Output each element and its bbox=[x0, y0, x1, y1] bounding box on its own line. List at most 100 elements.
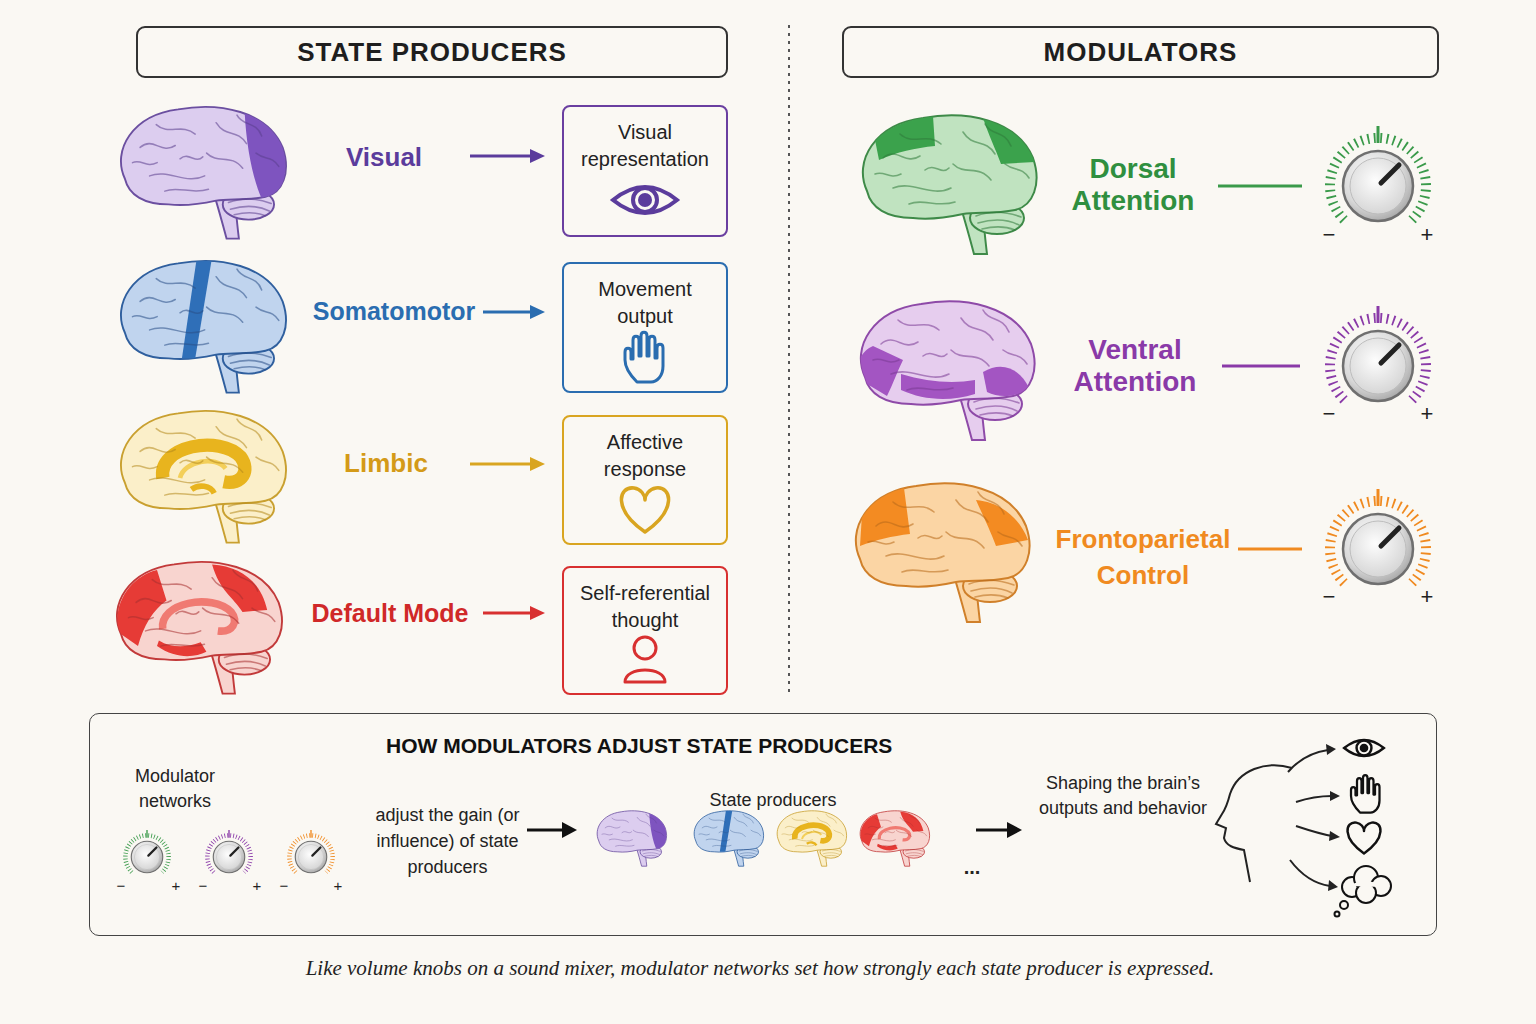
eye-outline bbox=[1344, 740, 1384, 756]
head-profile bbox=[1216, 765, 1292, 882]
network-name: Dorsal Attention bbox=[1048, 153, 1218, 217]
section-header: STATE PRODUCERS bbox=[136, 26, 728, 78]
hand-outline bbox=[1351, 775, 1380, 812]
network-name: Visual bbox=[314, 142, 454, 173]
arrow-head bbox=[1330, 791, 1340, 801]
eye-iris bbox=[633, 188, 657, 212]
person-body bbox=[625, 670, 665, 682]
network-name: Default Mode bbox=[300, 598, 480, 628]
arrow-head bbox=[530, 457, 545, 471]
eye-icon bbox=[613, 187, 677, 213]
producer-arrows bbox=[470, 149, 545, 620]
caption: Like volume knobs on a sound mixer, modu… bbox=[306, 956, 1215, 981]
network-name: Ventral Attention bbox=[1050, 334, 1220, 398]
heart-outline bbox=[621, 488, 668, 532]
arrow-head bbox=[1326, 744, 1336, 755]
ventral-knob bbox=[1330, 306, 1426, 401]
heart-icon bbox=[621, 488, 668, 532]
arrow-line bbox=[470, 155, 533, 158]
network-name: Somatomotor bbox=[304, 296, 484, 326]
dorsal-attention-brain bbox=[863, 115, 1037, 254]
frontoparietal-knob bbox=[1330, 489, 1426, 584]
knob-sign: − bbox=[117, 877, 126, 895]
knob-link bbox=[1218, 185, 1302, 188]
default-mode-brain bbox=[117, 562, 282, 694]
knob-sign: − bbox=[1323, 584, 1336, 610]
heart-outline bbox=[1348, 823, 1381, 854]
small-knob bbox=[125, 830, 168, 873]
output-box: Affective response bbox=[562, 415, 728, 545]
node-text: adjust the gain (or influence) of state … bbox=[375, 802, 520, 880]
small-brain bbox=[777, 811, 846, 866]
output-arrow bbox=[1296, 796, 1332, 802]
knob-sign: + bbox=[334, 877, 343, 895]
output-arrow-heads bbox=[1326, 744, 1340, 891]
limbic-brain bbox=[121, 411, 286, 543]
hand-outline bbox=[625, 332, 663, 382]
arrow-head bbox=[1328, 880, 1338, 891]
output-arrows bbox=[1288, 750, 1332, 886]
knob-sign: + bbox=[172, 877, 181, 895]
node-text: Self-referential thought bbox=[564, 580, 726, 634]
person-icon bbox=[625, 637, 665, 682]
person-head bbox=[634, 637, 656, 659]
panel-heading: HOW MODULATORS ADJUST STATE PRODUCERS bbox=[386, 734, 1006, 758]
output-arrow bbox=[1290, 860, 1330, 886]
arrow-line bbox=[483, 612, 533, 615]
knob-sign: − bbox=[1323, 222, 1336, 248]
node-text: Modulator networks bbox=[115, 764, 235, 814]
small-hand-icon bbox=[1351, 775, 1380, 812]
output-box: Movement output bbox=[562, 262, 728, 393]
output-box: Visual representation bbox=[562, 105, 728, 237]
cloud-bubble bbox=[1340, 901, 1348, 909]
knob-sign: + bbox=[1421, 584, 1434, 610]
dorsal-knob bbox=[1330, 126, 1426, 221]
knob-sign: + bbox=[1421, 222, 1434, 248]
ventral-attention-brain bbox=[857, 301, 1035, 440]
knob-sign: − bbox=[280, 877, 289, 895]
knob-link bbox=[1222, 365, 1300, 368]
node-text: State producers bbox=[698, 790, 848, 811]
small-heart-icon bbox=[1348, 823, 1381, 854]
node-text: STATE PRODUCERS bbox=[138, 28, 726, 76]
node-text: ... bbox=[952, 856, 992, 879]
visual-brain bbox=[121, 107, 286, 239]
node-text: Shaping the brain’s outputs and behavior bbox=[1028, 771, 1218, 821]
frontoparietal-brain bbox=[856, 483, 1030, 622]
small-knob bbox=[207, 830, 250, 873]
node-text: MODULATORS bbox=[844, 28, 1437, 76]
node-text: Visual representation bbox=[564, 119, 726, 173]
arrow-head bbox=[530, 305, 545, 319]
eye-pupil bbox=[1360, 744, 1369, 753]
output-arrow bbox=[1288, 750, 1328, 772]
arrow-line bbox=[470, 463, 533, 466]
flow-arrow-head bbox=[562, 822, 577, 838]
small-eye-icon bbox=[1344, 740, 1384, 756]
eye-outline bbox=[613, 187, 677, 213]
small-knob bbox=[289, 830, 332, 873]
node-text: Affective response bbox=[564, 429, 726, 483]
node-text: Movement output bbox=[564, 276, 726, 330]
small-brain bbox=[597, 811, 666, 866]
output-box: Self-referential thought bbox=[562, 566, 728, 695]
network-name: Limbic bbox=[316, 448, 456, 479]
arrow-head bbox=[530, 149, 545, 163]
section-header: MODULATORS bbox=[842, 26, 1439, 78]
flow-arrow-line bbox=[527, 829, 565, 832]
flow-arrow-head bbox=[1007, 822, 1022, 838]
knob-sign: − bbox=[1323, 401, 1336, 427]
knob-sign: + bbox=[1421, 401, 1434, 427]
knob-link bbox=[1238, 548, 1302, 551]
small-brain bbox=[860, 811, 929, 866]
cloud-bubble bbox=[1335, 912, 1340, 917]
arrow-head bbox=[1329, 831, 1340, 841]
arrow-line bbox=[483, 311, 533, 314]
eye-pupil bbox=[638, 193, 652, 207]
explanation-panel: HOW MODULATORS ADJUST STATE PRODUCERS Mod… bbox=[89, 713, 1437, 936]
knob-sign: − bbox=[199, 877, 208, 895]
small-brain bbox=[694, 809, 763, 867]
somatomotor-brain bbox=[121, 256, 286, 393]
dashed-divider bbox=[788, 25, 790, 695]
